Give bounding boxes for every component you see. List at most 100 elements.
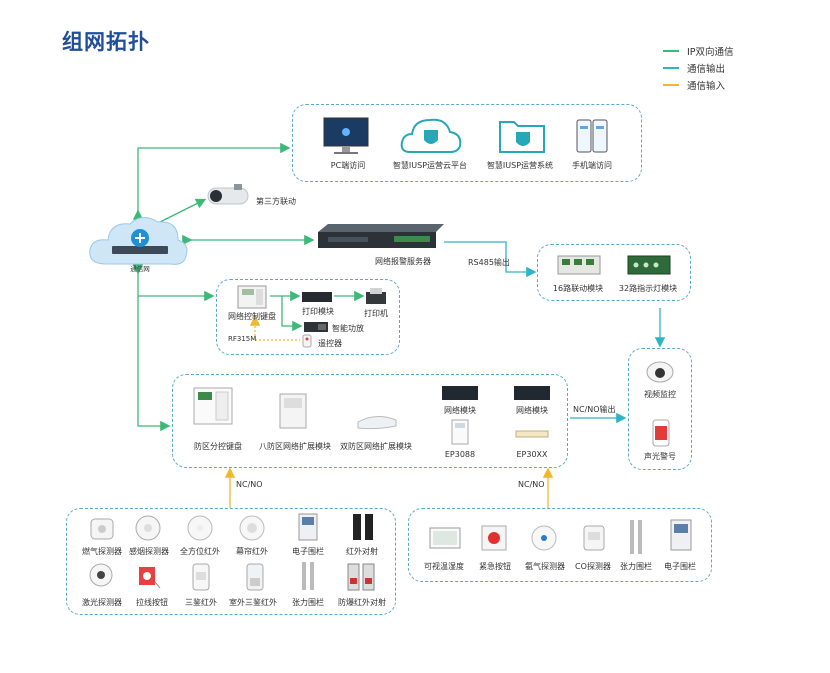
- print-module-icon: [302, 292, 332, 302]
- output-item-label: 声光警号: [644, 452, 676, 461]
- zone-item-label: 双防区网络扩展模块: [340, 442, 412, 451]
- sensor-label: 电子围栏: [664, 562, 696, 571]
- group-top: [292, 104, 642, 182]
- eight-zone-module-icon: [279, 393, 307, 429]
- zone-item-label: 八防区网络扩展模块: [259, 442, 331, 451]
- electronic-fence-icon: [298, 513, 318, 541]
- sensor-label: 红外对射: [346, 547, 378, 556]
- top-item-label: PC端访问: [330, 161, 366, 170]
- cloud-platform-icon: [400, 118, 462, 153]
- legend-swatch-out: [663, 66, 679, 69]
- server-icon: [318, 224, 444, 248]
- laser-detector-icon: [89, 563, 113, 587]
- line-server-rs485: [444, 241, 537, 278]
- printer-icon: [366, 288, 386, 304]
- video-camera-icon: [646, 361, 674, 383]
- pc-icon: [323, 117, 369, 154]
- explosion-proof-beam-icon: [347, 563, 375, 591]
- sensor-label: CO探测器: [575, 562, 611, 571]
- gas-detector-icon: [90, 518, 114, 540]
- sensor-label: 幕帘红外: [236, 547, 268, 556]
- legend-label: IP双向通信: [687, 46, 734, 58]
- sensor-label: 氨气探测器: [525, 562, 565, 571]
- sensor-label: 拉线按钮: [136, 598, 168, 607]
- group-output: [628, 348, 692, 470]
- ep3088-icon: [451, 419, 469, 445]
- legend-swatch-ip: [663, 49, 679, 52]
- dual-zone-module-icon: [357, 416, 397, 430]
- sensor-label: 三鉴红外: [185, 598, 217, 607]
- tension-fence-icon: [302, 562, 314, 590]
- rs485-item-label: 16路联动模块: [552, 284, 604, 293]
- ep30xx-icon: [515, 430, 549, 438]
- zone-item-label: EP30XX: [516, 450, 548, 459]
- electronic-fence-icon: [670, 519, 692, 551]
- line-cloud-camera: [159, 198, 207, 223]
- remote-label: 遥控器: [318, 339, 342, 348]
- ammonia-detector-icon: [531, 525, 557, 551]
- legend: IP双向通信 通信输出 通信输入: [663, 42, 734, 93]
- server-label: 网络报警服务器: [375, 257, 431, 266]
- line-cloud-keyboard: [132, 264, 215, 302]
- amplifier-label: 智能功放: [332, 324, 364, 333]
- linkage-module-icon: [557, 255, 601, 275]
- network-module-icon: [514, 386, 550, 400]
- page-title: 组网拓扑: [62, 30, 150, 54]
- folder-system-icon: [499, 121, 545, 153]
- line-kbd-amp: [281, 296, 303, 332]
- sensor-label: 张力围栏: [292, 598, 324, 607]
- legend-item-in: 通信输入: [663, 76, 734, 93]
- amplifier-icon: [304, 322, 328, 332]
- top-item-label: 智慧IUSP运营系统: [486, 161, 554, 170]
- ncno-out-label: NC/NO输出: [573, 405, 616, 414]
- zone-item-label: 网络模块: [516, 406, 548, 415]
- zone-item-label: 防区分控键盘: [194, 442, 242, 451]
- keyboard-label: 网络控制键盘: [228, 312, 276, 321]
- line-cloud-top: [132, 142, 291, 220]
- phone-icon: [576, 119, 608, 153]
- indicator-module-icon: [627, 255, 671, 275]
- zone-item-label: EP3088: [444, 450, 476, 459]
- cloud-icon: [89, 217, 188, 265]
- network-module-icon: [442, 386, 478, 400]
- group-keyboard: [216, 279, 400, 355]
- outdoor-tri-tech-icon: [246, 563, 264, 591]
- line-cloud-zone: [137, 296, 171, 432]
- sensor-label: 防爆红外对射: [338, 598, 386, 607]
- ncno-right-label: NC/NO: [518, 480, 545, 489]
- omni-infrared-icon: [187, 515, 213, 541]
- group-right-sensors: [408, 508, 712, 582]
- printer-label: 打印机: [364, 309, 388, 318]
- legend-item-ip: IP双向通信: [663, 42, 734, 59]
- legend-item-out: 通信输出: [663, 59, 734, 76]
- rs485-item-label: 32路指示灯模块: [618, 284, 678, 293]
- group-zone: [172, 374, 568, 468]
- output-item-label: 视频监控: [644, 390, 676, 399]
- curtain-infrared-icon: [239, 515, 265, 541]
- remote-icon: [302, 334, 312, 348]
- group-rs485: [537, 244, 691, 301]
- ncno-left-label: NC/NO: [236, 480, 263, 489]
- sensor-label: 激光探测器: [82, 598, 122, 607]
- print-module-label: 打印模块: [302, 307, 334, 316]
- zone-keyboard-icon: [193, 387, 233, 425]
- sensor-label: 感烟探测器: [129, 547, 169, 556]
- infrared-beam-icon: [353, 514, 373, 540]
- alarm-siren-icon: [652, 419, 670, 447]
- legend-label: 通信输入: [687, 80, 726, 92]
- pull-button-icon: [139, 567, 161, 589]
- group-left-sensors: [66, 508, 396, 615]
- keyboard-icon: [237, 285, 267, 309]
- cloud-label: 通信网: [130, 265, 150, 273]
- sensor-label: 全方位红外: [180, 547, 220, 556]
- top-item-label: 智慧IUSP运营云平台: [392, 161, 468, 170]
- camera-label: 第三方联动: [256, 197, 296, 206]
- sensor-label: 燃气探测器: [82, 547, 122, 556]
- sensor-label: 室外三鉴红外: [229, 598, 277, 607]
- camera-icon: [207, 184, 249, 205]
- sensor-label: 可视温湿度: [424, 562, 464, 571]
- sensor-label: 张力围栏: [620, 562, 652, 571]
- sensor-label: 电子围栏: [292, 547, 324, 556]
- co-detector-icon: [583, 525, 605, 551]
